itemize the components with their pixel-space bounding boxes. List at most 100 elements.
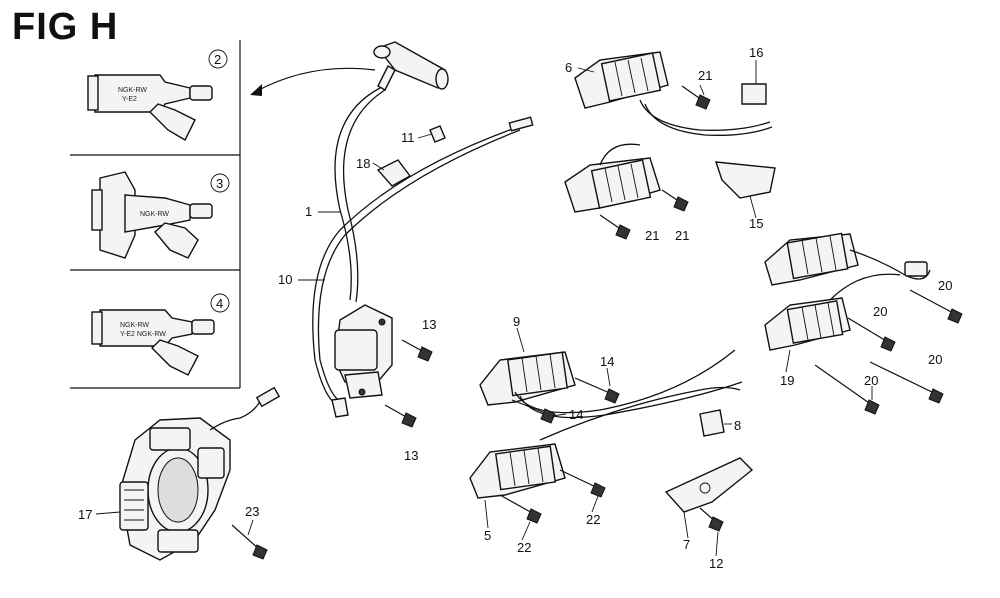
screw-shank	[384, 404, 409, 419]
cap-inset-panel: NGK-RW Y-E2 2 NGK-RW 3 NG	[70, 40, 241, 389]
callout-22: 22	[517, 540, 531, 555]
screw-shank	[847, 317, 889, 343]
plug-cap-4: NGK-RW Y-E2 NGK-RW	[91, 309, 215, 376]
callout-9: 9	[513, 314, 520, 329]
callout-8: 8	[734, 418, 741, 433]
screw-head	[540, 408, 556, 424]
screw-head	[252, 544, 268, 560]
inset-number-badge	[210, 293, 230, 313]
cap-2-text-line-2: Y-E2	[122, 96, 137, 103]
callout-14: 14	[600, 354, 614, 369]
bracket-15	[714, 161, 776, 199]
callout-15: 15	[749, 216, 763, 231]
wire-clip-11	[429, 125, 446, 143]
screw-shank	[511, 399, 549, 415]
spark-plug-cap	[373, 41, 449, 91]
cap-4-text-line-1: NGK-RW	[120, 322, 149, 329]
lighting-coil-5	[469, 443, 566, 499]
screw-shank	[559, 469, 599, 489]
callout-16: 16	[749, 45, 763, 60]
screw-head	[880, 336, 896, 352]
plug-cap-3: NGK-RW	[91, 171, 213, 259]
coil-wire	[829, 273, 901, 301]
screw-shank	[574, 377, 613, 395]
screw-shank	[814, 364, 873, 406]
screw-head	[526, 508, 542, 524]
callout-19: 19	[780, 373, 794, 388]
screw-shank	[231, 524, 261, 551]
screw-head	[928, 388, 944, 404]
coil-wire	[599, 143, 641, 166]
cap-3-text-line-1: NGK-RW	[140, 211, 169, 218]
screw-head	[708, 516, 724, 532]
screw-head	[695, 94, 711, 110]
screw-head	[864, 399, 880, 415]
leader-lines	[95, 60, 873, 557]
stator-wire	[209, 397, 263, 431]
callout-11: 11	[401, 130, 415, 145]
screw-head	[604, 388, 620, 404]
ignition-coil	[334, 304, 393, 399]
callout-20: 20	[864, 373, 878, 388]
cap-4-text-line-2: Y-E2 NGK-RW	[120, 331, 166, 338]
callout-14: 14	[569, 407, 583, 422]
callout-20: 20	[938, 278, 952, 293]
inset-number-badge	[208, 49, 228, 69]
inset-number-2: 2	[214, 52, 221, 67]
plug-cap-2: NGK-RW Y-E2	[87, 74, 213, 141]
exciter-coil-6	[574, 51, 669, 109]
screw-shank	[599, 214, 623, 231]
nut-8	[699, 409, 725, 437]
reference-arrow	[254, 67, 376, 93]
charge-coil-upper	[764, 232, 859, 286]
callout-18: 18	[356, 156, 370, 171]
wire-connector	[255, 386, 281, 408]
callout-5: 5	[484, 528, 491, 543]
lighting-coil-9	[479, 351, 576, 406]
callout-21: 21	[698, 68, 712, 83]
figure-title: FIG H	[12, 6, 119, 48]
ignition-lead	[334, 87, 381, 301]
screw-shank	[869, 361, 937, 395]
inset-number-3: 3	[216, 176, 223, 191]
coil-terminal	[331, 397, 349, 418]
callout-12: 12	[709, 556, 723, 571]
callouts: 1 10 11 18 13 13 6 21 21 21 16 15 9 14 1…	[78, 45, 952, 571]
inset-number-4: 4	[216, 296, 223, 311]
callout-7: 7	[683, 537, 690, 552]
ignition-lead	[342, 89, 386, 303]
screw-head	[401, 412, 417, 428]
exciter-coil-lower	[564, 157, 661, 213]
screw-shank	[499, 494, 535, 515]
nut-16	[741, 83, 767, 105]
callout-13: 13	[422, 317, 436, 332]
callout-21: 21	[675, 228, 689, 243]
charge-coil-19	[764, 297, 851, 351]
callout-20: 20	[873, 304, 887, 319]
stop-switch-wire	[312, 127, 516, 406]
callout-23: 23	[245, 504, 259, 519]
callout-17: 17	[78, 507, 92, 522]
screw-shank	[909, 289, 956, 315]
wire-clamp-18	[376, 159, 412, 187]
callout-10: 10	[278, 272, 292, 287]
screw-head	[615, 224, 631, 240]
callout-1: 1	[305, 204, 312, 219]
wire-terminal	[508, 116, 534, 132]
screw-head	[417, 346, 433, 362]
arrow-head	[250, 84, 262, 96]
stator-17	[119, 417, 231, 561]
callout-6: 6	[565, 60, 572, 75]
screw-head	[673, 196, 689, 212]
wire-connector	[904, 261, 928, 277]
coil-wire	[539, 386, 741, 441]
cap-2-text-line-1: NGK-RW	[118, 87, 147, 94]
screw-head	[590, 482, 606, 498]
callout-20: 20	[928, 352, 942, 367]
callout-22: 22	[586, 512, 600, 527]
coil-wire	[644, 103, 773, 136]
inset-number-badge	[210, 173, 230, 193]
coil-wire	[514, 349, 736, 414]
stop-switch-wire	[317, 129, 521, 403]
